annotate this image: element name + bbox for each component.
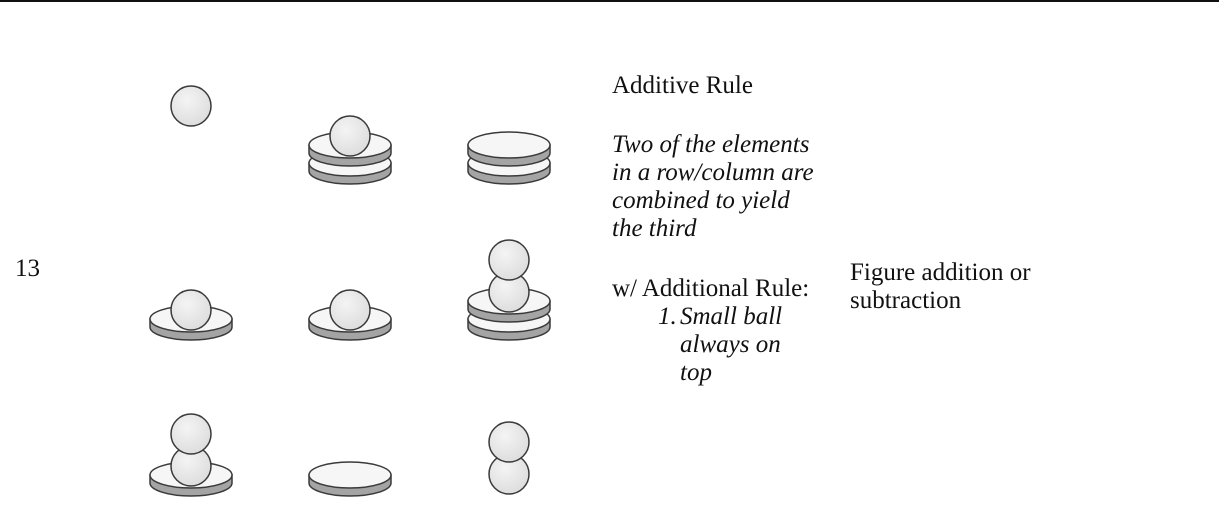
rule-type: Figure addition or subtraction bbox=[850, 259, 1050, 315]
rule-description-line: the third bbox=[612, 215, 697, 242]
rule-description-line: Two of the elements bbox=[612, 131, 810, 158]
rule-description: Two of the elements in a row/column are … bbox=[612, 131, 827, 243]
additional-rule-text: Small ball always on top bbox=[680, 303, 782, 387]
rule-type-line: Figure addition or bbox=[850, 259, 1031, 286]
cell-r3c3 bbox=[430, 346, 588, 502]
rule-title: Additive Rule bbox=[612, 72, 753, 99]
additional-rule-label: w/ Additional Rule: bbox=[612, 275, 810, 302]
rule-description-line: combined to yield bbox=[612, 187, 790, 214]
ball-shape bbox=[488, 239, 530, 281]
ball-shape bbox=[170, 289, 212, 331]
additional-rule-line: always on bbox=[680, 331, 781, 358]
cell-r1c3 bbox=[430, 34, 588, 190]
additional-rule-item: 1. Small ball always on top bbox=[658, 303, 827, 387]
cell-r1c2 bbox=[271, 34, 429, 190]
additional-rule-line: top bbox=[680, 359, 712, 386]
cell-r2c2 bbox=[271, 190, 429, 346]
rule-description-line: in a row/column are bbox=[612, 159, 814, 186]
cell-r1c1 bbox=[112, 34, 270, 190]
figure-matrix bbox=[112, 34, 588, 502]
cell-r3c2 bbox=[271, 346, 429, 502]
rule-column: Additive Rule Two of the elements in a r… bbox=[612, 72, 827, 387]
ball-shape bbox=[329, 115, 371, 157]
ball-shape bbox=[488, 421, 530, 463]
rule-type-line: subtraction bbox=[850, 287, 962, 314]
additional-rule-list: 1. Small ball always on top bbox=[612, 303, 827, 387]
ball-shape bbox=[329, 289, 371, 331]
disc-shape bbox=[308, 461, 392, 497]
cell-r2c1 bbox=[112, 190, 270, 346]
cell-r2c3 bbox=[430, 190, 588, 346]
additional-rule-line: Small ball bbox=[680, 303, 783, 330]
additional-rule-number: 1. bbox=[658, 303, 677, 330]
row-number: 13 bbox=[15, 255, 40, 282]
top-rule bbox=[0, 0, 1219, 2]
ball-shape bbox=[170, 413, 212, 455]
cell-r3c1 bbox=[112, 346, 270, 502]
ball-shape bbox=[170, 85, 212, 127]
disc-shape bbox=[467, 131, 551, 167]
